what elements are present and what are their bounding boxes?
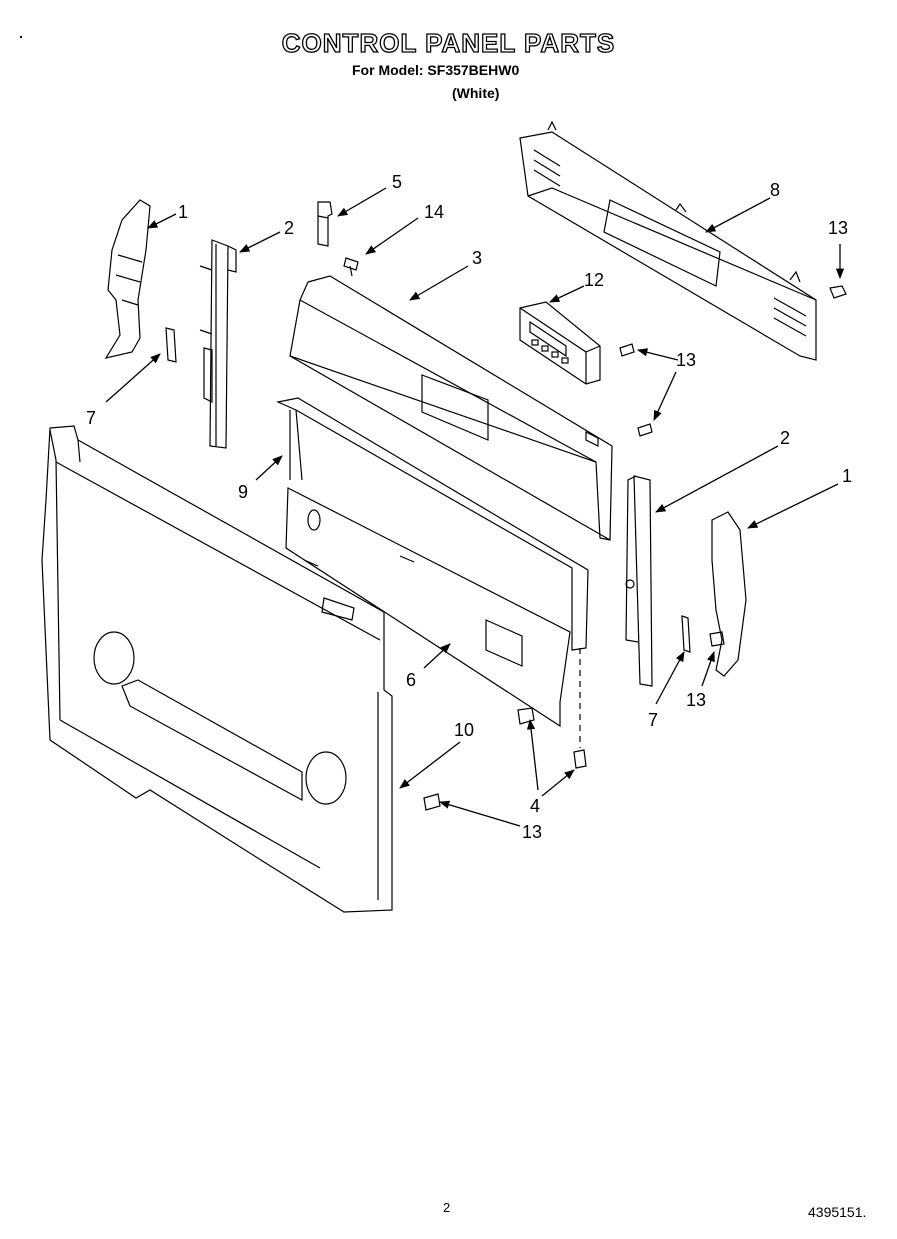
side-bracket-left-part xyxy=(199,239,237,449)
screw-13-rear-part xyxy=(829,285,847,299)
callout-6: 6 xyxy=(406,670,416,690)
clip-left-part xyxy=(165,327,177,363)
rear-bracket-part xyxy=(519,120,817,361)
electronic-control-part xyxy=(519,301,601,385)
callout-7-left: 7 xyxy=(86,408,96,428)
stray-mark xyxy=(20,36,22,38)
page-number: 2 xyxy=(443,1200,451,1215)
callout-arrows xyxy=(105,187,845,827)
console-back-panel-part xyxy=(285,487,571,728)
diagram-title: CONTROL PANEL PARTS xyxy=(281,27,616,58)
callout-13-lower: 13 xyxy=(522,822,542,842)
screw-13-control-part xyxy=(619,343,635,357)
screw-13-endcap-part xyxy=(709,631,725,647)
screw-13-lower-part xyxy=(423,793,441,811)
control-panel-part xyxy=(289,275,613,541)
callout-13-control: 13 xyxy=(676,350,696,370)
callout-9: 9 xyxy=(238,482,248,502)
endcap-left-part xyxy=(104,199,151,359)
screw-part xyxy=(343,257,359,277)
callout-14: 14 xyxy=(424,202,444,222)
callout-1-left: 1 xyxy=(178,202,188,222)
callout-7-right: 7 xyxy=(648,710,658,730)
callout-8: 8 xyxy=(770,180,780,200)
back-panel-part xyxy=(41,425,393,913)
callout-5: 5 xyxy=(392,172,402,192)
clip-right-part xyxy=(681,615,691,653)
bracket-part xyxy=(317,201,333,247)
callout-10: 10 xyxy=(454,720,474,740)
callout-2-left: 2 xyxy=(284,218,294,238)
side-bracket-right-part xyxy=(625,475,653,687)
callout-12: 12 xyxy=(584,270,604,290)
panel-frame-part xyxy=(276,397,589,651)
callout-labels: 1 2 5 14 3 12 8 13 13 7 9 2 1 6 7 13 10 … xyxy=(86,172,852,842)
callout-13-rear: 13 xyxy=(828,218,848,238)
callout-3: 3 xyxy=(472,248,482,268)
model-line: For Model: SF357BEHW0 xyxy=(352,62,520,78)
document-number: 4395151. xyxy=(808,1204,867,1220)
callout-13-endcap: 13 xyxy=(686,690,706,710)
callout-4: 4 xyxy=(530,796,540,816)
screw-13-panel-part xyxy=(637,423,653,437)
callout-1-right: 1 xyxy=(842,466,852,486)
callout-2-right: 2 xyxy=(780,428,790,448)
color-line: (White) xyxy=(452,85,500,101)
screw-4-left-part xyxy=(517,707,535,725)
endcap-right-part xyxy=(711,511,747,677)
screw-4-right-part xyxy=(573,749,587,769)
